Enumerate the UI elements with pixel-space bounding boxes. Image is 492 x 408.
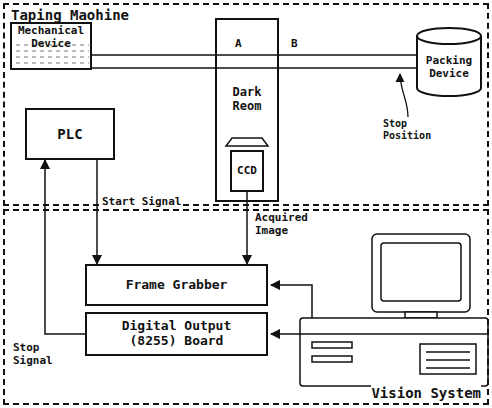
carrier-tape <box>92 55 418 68</box>
signal-arrow <box>45 160 85 334</box>
part-letter: A <box>234 38 243 51</box>
mechanical-box: Mechanical Device <box>10 22 92 70</box>
box-label: Digital Output (8255) Board <box>112 319 242 349</box>
region-title: Taping Maohine <box>11 7 129 23</box>
signal-arrow <box>246 192 248 264</box>
lens-symbol <box>226 138 268 146</box>
plc-box: PLC <box>25 108 115 160</box>
camera-box: CCD <box>230 150 264 192</box>
bus-arrow <box>271 333 300 335</box>
process-box: Frame Grabber <box>85 264 268 306</box>
leader-arrow <box>400 74 408 117</box>
box-label: Dark Reom <box>218 86 276 114</box>
signal-name: Acquired Image <box>254 212 336 237</box>
position-note: Stop Position <box>382 118 442 141</box>
dark-room-box: Dark ReomCCD <box>215 18 279 202</box>
signal-name: Start Signal <box>101 196 182 209</box>
computer-illustration <box>300 234 488 386</box>
cylinder-top <box>417 28 481 44</box>
signal-arrow <box>96 160 98 264</box>
signal-name: Stop Signal <box>12 342 58 367</box>
box-label: Mechanical Device <box>13 25 89 50</box>
box-label: PLC <box>57 126 82 142</box>
box-label: Frame Grabber <box>126 278 228 293</box>
bus-arrow <box>271 285 312 318</box>
box-label: Packing Device <box>418 55 480 80</box>
vision-region: Vision System Frame GrabberDigital Output… <box>3 209 489 405</box>
part-letter: B <box>290 38 299 51</box>
box-label: CCD <box>237 165 257 178</box>
process-box: Digital Output (8255) Board <box>85 312 268 356</box>
light-comb <box>220 24 276 31</box>
machine-region: Taping MaohineMechanical DeviceDark Reom… <box>3 3 489 206</box>
region-title: Vision System <box>371 385 481 401</box>
packing-cylinder: Packing Device <box>415 26 483 98</box>
